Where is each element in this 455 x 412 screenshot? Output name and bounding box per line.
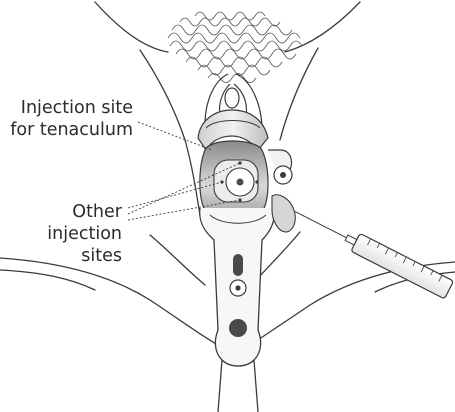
tenaculum-icon [199, 207, 276, 412]
pubic-hair [167, 11, 303, 83]
tenaculum-site-label: Injection site for tenaculum [10, 97, 133, 141]
other-sites-label-line3: sites [81, 246, 122, 266]
tenaculum-site-label-line1: Injection site [20, 98, 133, 118]
speculum-screw [268, 149, 296, 233]
other-sites-label-line1: Other [72, 202, 122, 222]
cervix-icon [199, 140, 269, 223]
leader-lines [127, 121, 241, 221]
other-sites-label-line2: injection [47, 224, 122, 244]
syringe-icon [294, 210, 454, 299]
tenaculum-site-label-line2: for tenaculum [10, 120, 133, 140]
other-sites-label: Other injection sites [47, 201, 122, 267]
